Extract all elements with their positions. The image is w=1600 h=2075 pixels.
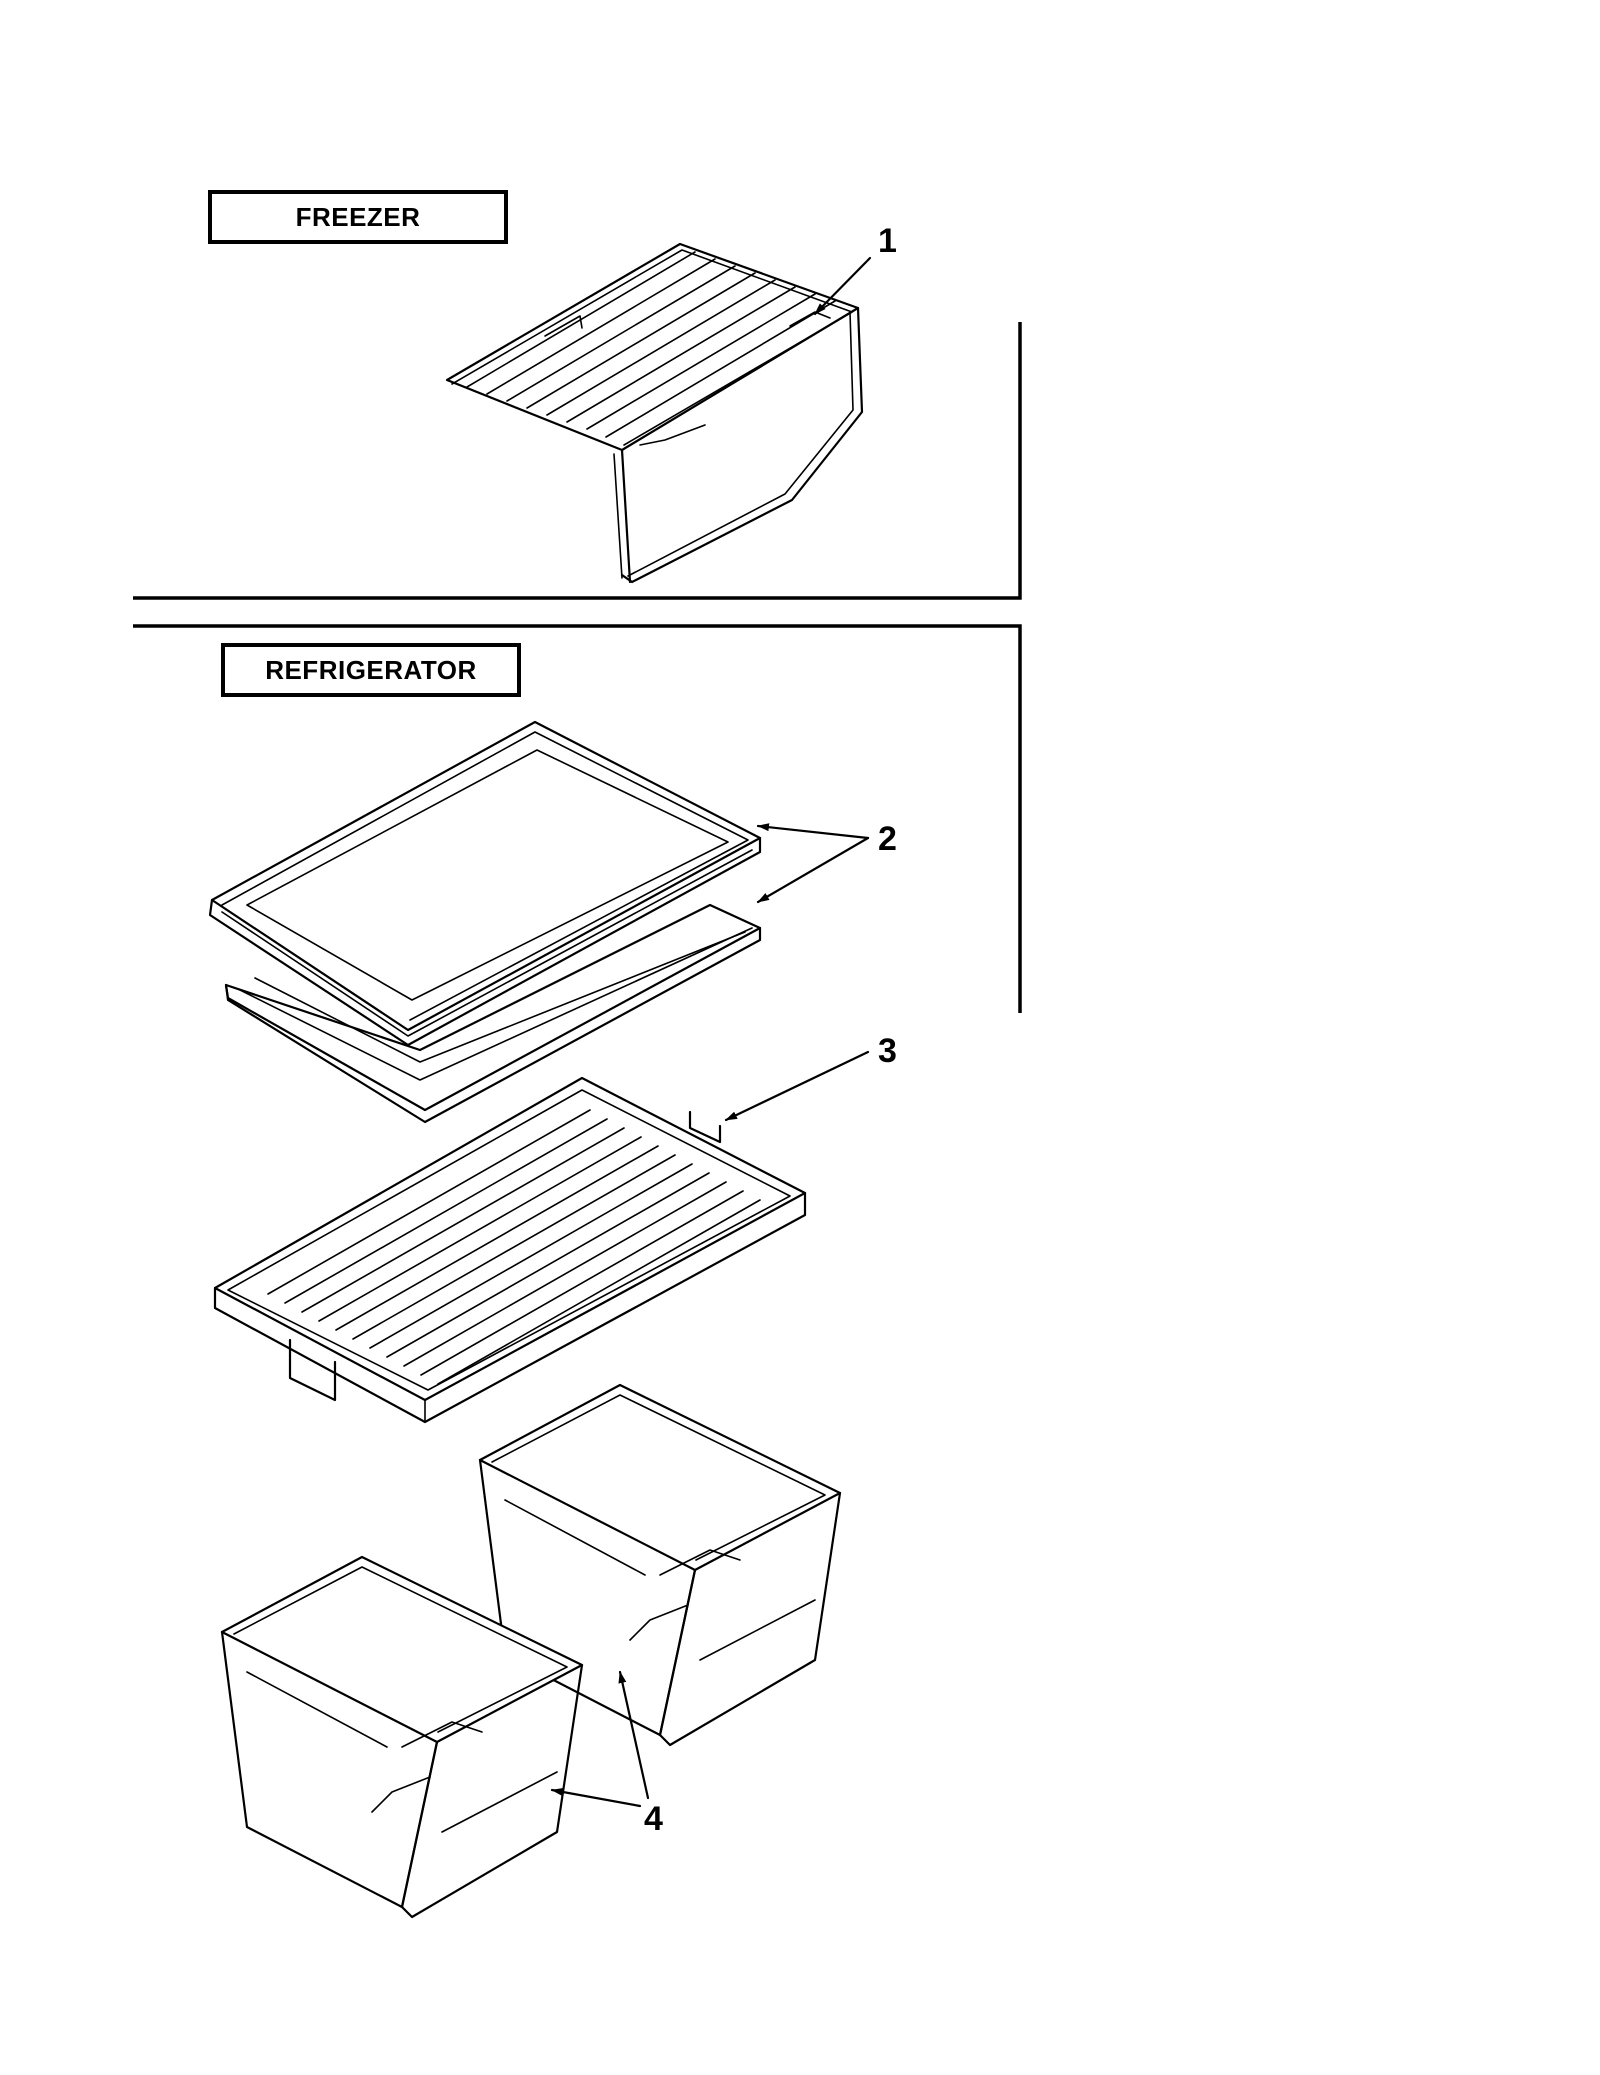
callout-part-1: 1	[878, 222, 897, 260]
glass-shelf-lower	[224, 903, 762, 1124]
crisper-drawer-right	[478, 1383, 842, 1747]
callout-part-2: 2	[878, 820, 897, 858]
crisper-drawer-left	[220, 1555, 584, 1919]
freezer-label-text: FREEZER	[295, 201, 421, 232]
leader-arrows-4	[550, 1670, 650, 1808]
leader-arrows-2	[756, 823, 870, 904]
freezer-wire-shelf	[445, 242, 864, 584]
crisper-cover	[213, 1076, 807, 1424]
freezer-section-frame	[133, 322, 1022, 600]
refrigerator-section-label: REFRIGERATOR	[221, 643, 521, 697]
refrigerator-section-frame	[133, 624, 1022, 1013]
leader-arrow-3	[724, 1050, 870, 1122]
leader-arrow-1	[813, 256, 872, 316]
freezer-section-label: FREEZER	[208, 190, 508, 244]
callout-part-4: 4	[644, 1800, 663, 1838]
refrigerator-label-text: REFRIGERATOR	[265, 654, 477, 685]
callout-part-3: 3	[878, 1032, 897, 1070]
